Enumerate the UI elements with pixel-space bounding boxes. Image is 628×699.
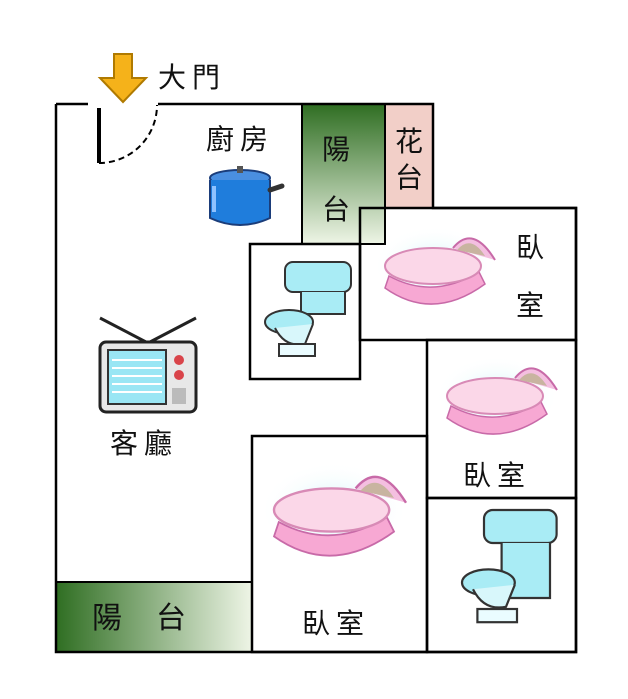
flower-bed (384, 103, 434, 209)
pot-icon (209, 166, 285, 226)
flower-bed-label-2: 台 (395, 161, 424, 194)
living-room-label: 客廳 (110, 427, 179, 460)
arrow-down-icon (97, 53, 149, 104)
balcony-top-label-2: 台 (322, 193, 351, 226)
toilet-icon (264, 261, 352, 357)
bathroom-top (248, 242, 362, 381)
bedroom-top-label-2: 室 (516, 289, 545, 322)
kitchen-label: 廚房 (206, 123, 275, 156)
flower-bed-label-1: 花 (395, 125, 424, 158)
toilet-icon (460, 508, 558, 624)
bedroom-big-label: 臥室 (302, 607, 371, 640)
door-opening (88, 100, 158, 108)
tv-icon (98, 316, 198, 414)
main-door-label: 大門 (158, 61, 227, 94)
balcony-bottom-label: 陽 台 (92, 601, 188, 636)
crib-icon (435, 356, 559, 436)
balcony-bottom (55, 581, 253, 653)
crib-icon (259, 462, 409, 558)
balcony-top-label-1: 陽 (322, 133, 351, 166)
door-swing (98, 104, 158, 164)
crib-icon (373, 226, 497, 306)
balcony-top (301, 103, 386, 245)
bathroom-bottom (425, 496, 578, 654)
bedroom-top-label-1: 臥 (516, 231, 545, 264)
bedroom-mid-label: 臥室 (463, 459, 532, 492)
